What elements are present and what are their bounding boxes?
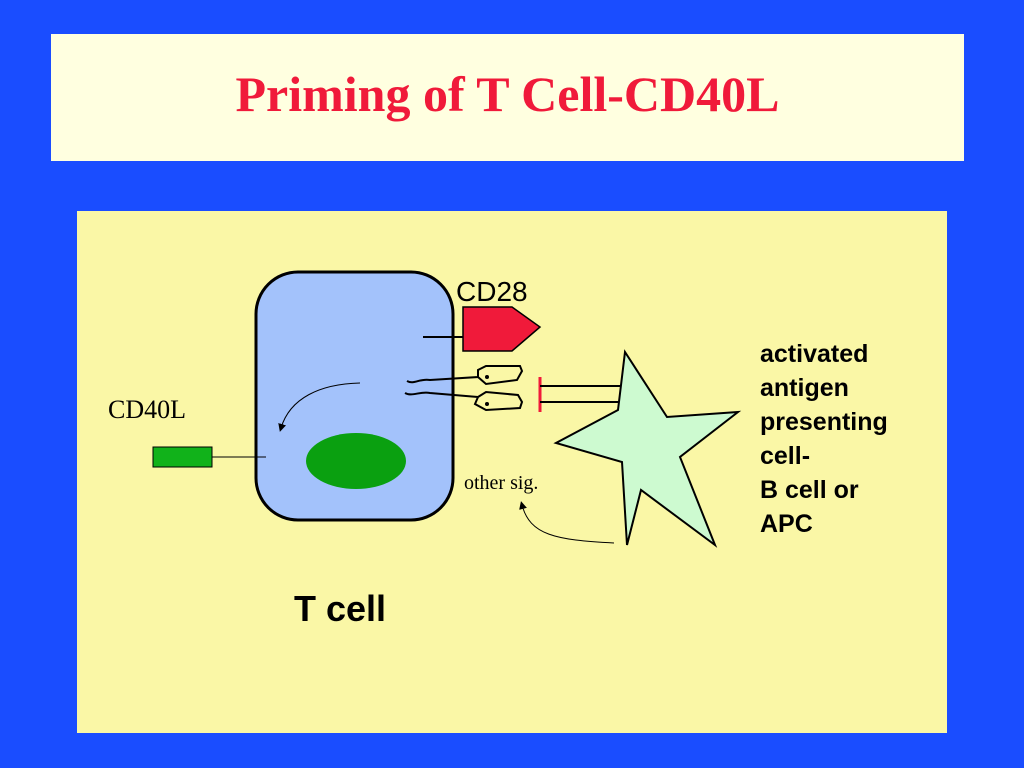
apc-line-5: B cell or	[760, 476, 859, 504]
tcr-upper-arm	[406, 365, 524, 386]
slide-title: Priming of T Cell-CD40L	[235, 65, 780, 122]
cd40l-block	[152, 446, 213, 468]
cd40l-label: CD40L	[108, 395, 186, 424]
apc-line-4: cell-	[760, 442, 811, 470]
tcr-dot-upper	[485, 375, 489, 379]
apc-line-1: activated	[760, 340, 869, 368]
apc-star	[553, 349, 742, 548]
cd28-label: CD28	[456, 276, 528, 307]
internal-signal-arrow	[278, 382, 361, 432]
tcr-dot-lower	[485, 402, 489, 406]
title-box: Priming of T Cell-CD40L	[51, 34, 964, 161]
apc-line-3: presenting	[760, 408, 888, 436]
apc-line-6: APC	[760, 510, 813, 538]
other-signal-arrow	[519, 501, 615, 544]
cd28-receptor	[462, 306, 542, 352]
apc-line-2: antigen	[760, 374, 849, 402]
t-cell-label: T cell	[294, 588, 387, 629]
other-signal-label: other sig.	[464, 472, 539, 494]
t-cell-nucleus	[306, 433, 406, 489]
apc-description: activated antigen presenting cell- B cel…	[760, 337, 888, 541]
diagram-panel	[77, 211, 947, 733]
tcr-lower-arm	[404, 390, 524, 412]
